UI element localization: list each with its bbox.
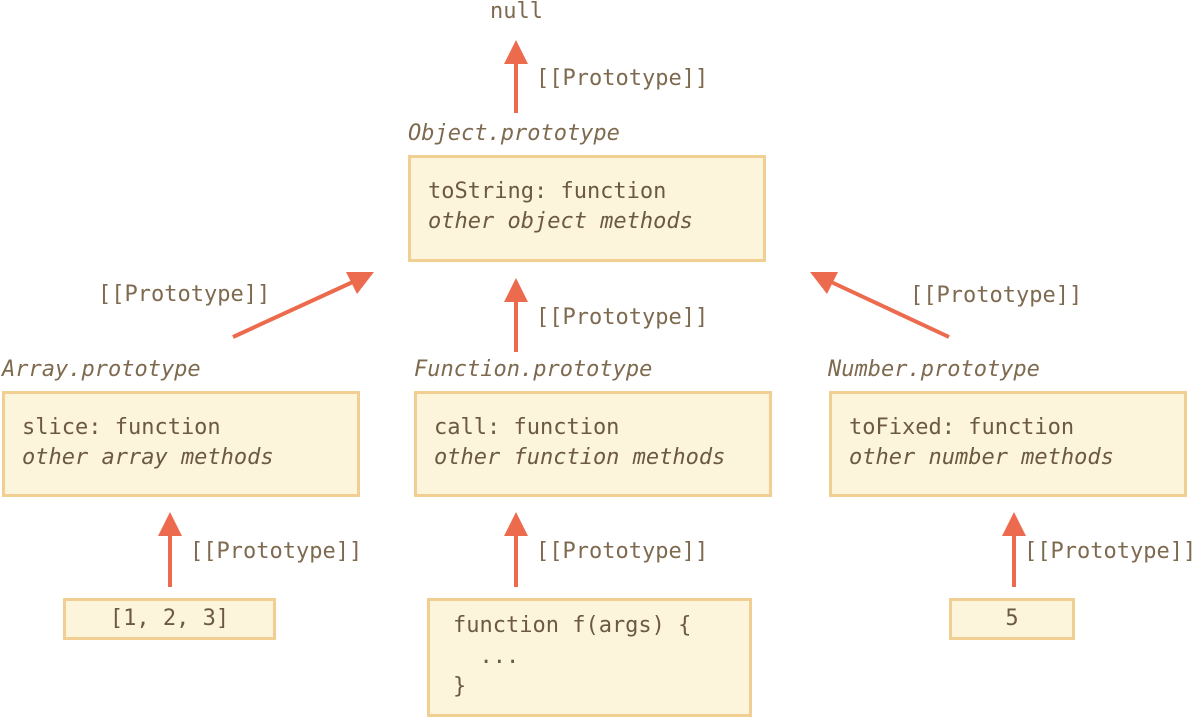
arrowhead-function-to-object [504,278,528,302]
number-prototype-box: toFixed: function other number methods [829,391,1187,497]
prototype-label-array-instance: [[Prototype]] [190,539,363,564]
function-prototype-line2: other function methods [434,445,726,470]
number-instance-box: 5 [949,598,1075,640]
object-prototype-line1: toString: function [428,179,667,204]
arrowhead-array-instance [158,512,182,536]
prototype-label-object: [[Prototype]] [536,66,709,91]
prototype-label-array: [[Prototype]] [98,282,271,307]
function-instance-line2: ... [453,644,520,669]
arrow-number-to-object [828,279,950,339]
arrowhead-number-to-object [810,272,838,294]
number-prototype-title: Number.prototype [828,357,1040,382]
arrowhead-function-instance [504,512,528,536]
array-prototype-line1: slice: function [22,415,221,440]
function-prototype-box: call: function other function methods [414,391,772,497]
arrow-array-to-object [232,279,356,339]
prototype-label-number-instance: [[Prototype]] [1024,539,1197,564]
object-prototype-box: toString: function other object methods [408,155,766,262]
prototype-label-function-instance: [[Prototype]] [536,539,709,564]
number-instance-value: 5 [1005,606,1019,631]
prototype-label-function: [[Prototype]] [536,305,709,330]
function-instance-line3: } [453,674,467,699]
null-label: null [490,0,543,24]
function-instance-box: function f(args) { ... } [427,598,752,717]
object-prototype-line2: other object methods [428,209,693,234]
function-prototype-title: Function.prototype [414,357,653,382]
arrowhead-array-to-object [346,272,374,294]
array-instance-box: [1, 2, 3] [63,598,276,640]
arrowhead-object-to-null [504,40,528,64]
function-prototype-line1: call: function [434,415,620,440]
prototype-label-number: [[Prototype]] [910,283,1083,308]
object-prototype-title: Object.prototype [408,121,620,146]
number-prototype-line2: other number methods [849,445,1114,470]
array-prototype-line2: other array methods [22,445,274,470]
array-prototype-title: Array.prototype [2,357,201,382]
array-prototype-box: slice: function other array methods [2,391,360,497]
function-instance-line1: function f(args) { [453,613,692,638]
number-prototype-line1: toFixed: function [849,415,1075,440]
arrowhead-number-instance [1002,512,1026,536]
array-instance-value: [1, 2, 3] [109,606,230,631]
